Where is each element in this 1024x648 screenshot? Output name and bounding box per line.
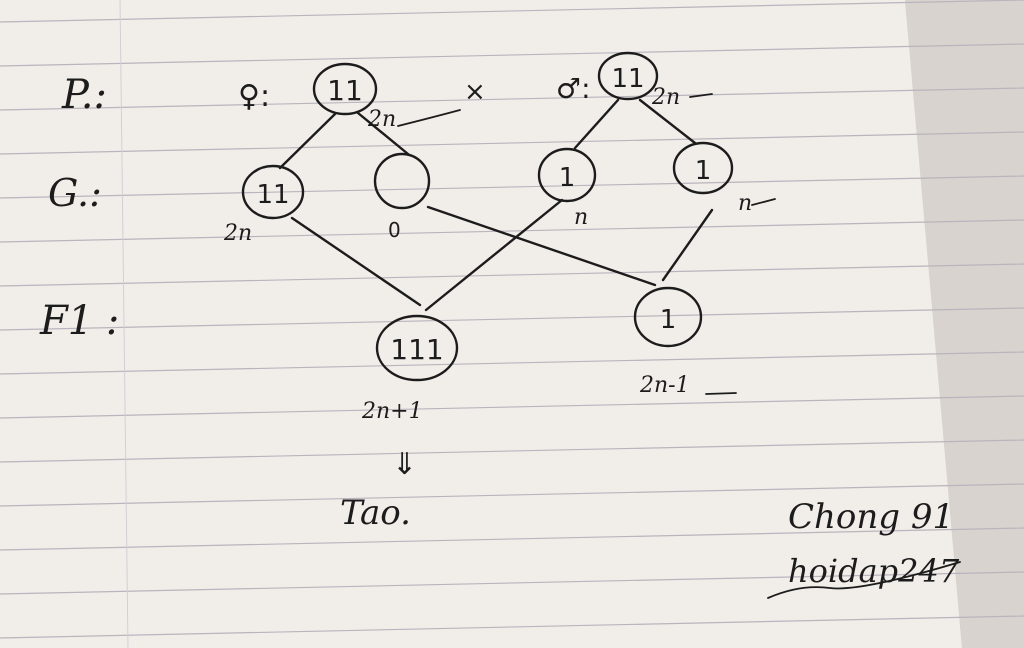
ruled-line — [0, 483, 1024, 507]
line-gamete-male-b-to-offspring-b — [661, 208, 714, 282]
ruled-line — [0, 439, 1024, 463]
offspring-a-ploidy: 2n+1 — [361, 399, 423, 424]
result-label: Tao. — [340, 493, 411, 533]
offspring-b-cell — [633, 286, 703, 348]
offspring-b-ploidy: 2n-1 — [639, 373, 690, 398]
ruled-line — [0, 307, 1024, 331]
row-label-parents: P.: — [61, 72, 107, 118]
gamete-male-b-cell — [672, 141, 734, 195]
male-parent-cell — [597, 51, 659, 101]
gamete-male-b-chromosomes: 1 — [695, 156, 712, 186]
ruled-line — [0, 351, 1024, 375]
ruled-line — [0, 0, 1024, 23]
gamete-male-a-ploidy: n — [574, 205, 588, 230]
ploidy-underline — [397, 109, 461, 127]
signature-line-1: Chong 91 — [788, 497, 954, 537]
female-parent-ploidy: 2n — [367, 107, 396, 132]
female-parent-cell — [312, 62, 378, 116]
ruled-line — [0, 395, 1024, 419]
line-male-to-gamete-b — [638, 98, 697, 145]
male-parent-chromosomes: 11 — [611, 64, 644, 94]
ruled-line — [0, 175, 1024, 199]
paper-sheet — [0, 0, 962, 648]
cross-symbol: × — [464, 77, 486, 107]
line-gamete-female-a-to-offspring-a — [290, 216, 422, 307]
row-label-gametes: G.: — [48, 171, 102, 215]
female-parent-chromosomes: 11 — [327, 74, 363, 107]
line-female-to-gamete-a — [278, 112, 337, 170]
gamete-male-b-ploidy-stroke — [751, 198, 776, 206]
gamete-male-b-ploidy: n — [738, 191, 752, 216]
gamete-male-a-cell — [537, 147, 597, 203]
male-symbol: ♂: — [556, 72, 591, 105]
paper-shadow-edge — [905, 0, 1024, 648]
line-female-to-gamete-b — [356, 111, 410, 156]
ruled-line — [0, 571, 1024, 595]
double-down-arrow: ⇓ — [392, 447, 417, 482]
margin-line — [119, 0, 129, 648]
line-gamete-female-b-to-offspring-b — [426, 205, 657, 287]
ruled-line — [0, 615, 1024, 639]
male-ploidy-stroke — [689, 93, 713, 98]
ruled-line — [0, 263, 1024, 287]
row-label-offspring: F1 : — [39, 298, 119, 344]
line-gamete-male-a-to-offspring-a — [424, 198, 564, 312]
female-symbol: ♀: — [238, 79, 270, 114]
signature-flourish — [767, 561, 961, 599]
ruled-line — [0, 87, 1024, 111]
gamete-female-a-cell — [241, 164, 305, 220]
offspring-a-chromosomes: 111 — [390, 333, 443, 366]
gamete-female-b-cell — [373, 152, 431, 210]
male-parent-ploidy: 2n — [651, 85, 680, 110]
offspring-b-ploidy-underline — [705, 392, 737, 395]
gamete-female-b-ploidy: 0 — [388, 218, 401, 242]
ruled-line — [0, 527, 1024, 551]
ruled-line — [0, 219, 1024, 243]
gamete-female-a-ploidy: 2n — [223, 221, 252, 246]
gamete-female-a-chromosomes: 11 — [256, 180, 289, 210]
offspring-b-chromosomes: 1 — [660, 305, 677, 335]
line-male-to-gamete-a — [573, 98, 620, 150]
ruled-line — [0, 131, 1024, 155]
ruled-line — [0, 43, 1024, 67]
offspring-a-cell — [375, 314, 459, 382]
gamete-male-a-chromosomes: 1 — [559, 163, 576, 193]
